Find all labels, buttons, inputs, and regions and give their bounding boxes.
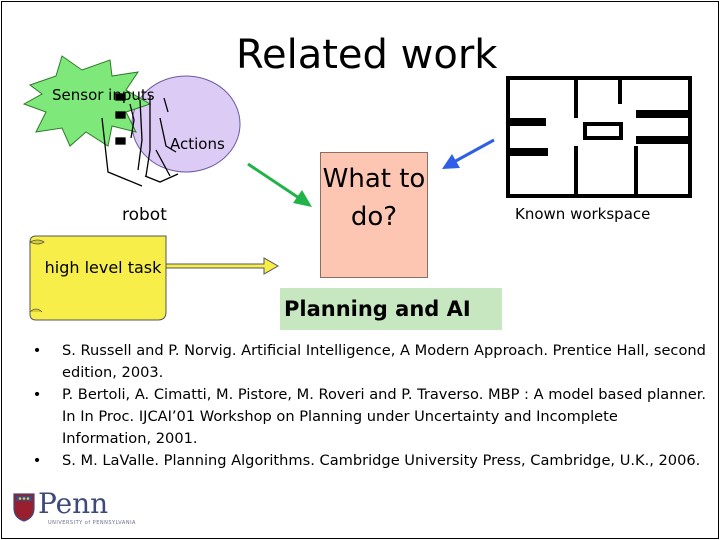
what-to-do-box bbox=[320, 152, 428, 278]
reference-item: • S. Russell and P. Norvig. Artificial I… bbox=[30, 340, 706, 384]
planning-box bbox=[280, 288, 502, 330]
robot-label: robot bbox=[122, 205, 167, 225]
task-to-planning-arrow bbox=[165, 257, 280, 275]
sensor-starburst bbox=[22, 55, 152, 147]
reference-text: S. M. LaValle. Planning Algorithms. Camb… bbox=[62, 452, 701, 469]
reference-item: • S. M. LaValle. Planning Algorithms. Ca… bbox=[30, 450, 706, 472]
reference-text: P. Bertoli, A. Cimatti, M. Pistore, M. R… bbox=[62, 386, 707, 447]
reference-list: • S. Russell and P. Norvig. Artificial I… bbox=[30, 340, 706, 472]
reference-text: S. Russell and P. Norvig. Artificial Int… bbox=[62, 342, 706, 381]
workspace-map bbox=[506, 76, 692, 198]
slide-title: Related work bbox=[236, 32, 498, 78]
high-level-task-label: high level task bbox=[44, 258, 162, 277]
known-workspace-label: Known workspace bbox=[515, 205, 651, 223]
task-note bbox=[29, 235, 167, 321]
actions-label: Actions bbox=[170, 135, 225, 153]
sensor-inputs-label: Sensor inputs bbox=[52, 86, 155, 104]
what-to-do-label: What to do? bbox=[322, 164, 426, 232]
penn-shield-icon bbox=[13, 493, 35, 522]
blue-arrow bbox=[442, 138, 495, 169]
robot-sketch bbox=[101, 93, 179, 187]
bullet: • bbox=[32, 386, 42, 403]
bullet: • bbox=[32, 452, 42, 469]
penn-logo-subtitle: UNIVERSITY of PENNSYLVANIA bbox=[48, 520, 136, 526]
bullet: • bbox=[32, 342, 42, 359]
planning-label: Planning and AI bbox=[284, 297, 471, 321]
green-arrow bbox=[247, 162, 312, 207]
penn-logo: Penn bbox=[38, 487, 109, 520]
reference-item: • P. Bertoli, A. Cimatti, M. Pistore, M.… bbox=[30, 384, 706, 450]
task-note-curl bbox=[29, 239, 45, 313]
